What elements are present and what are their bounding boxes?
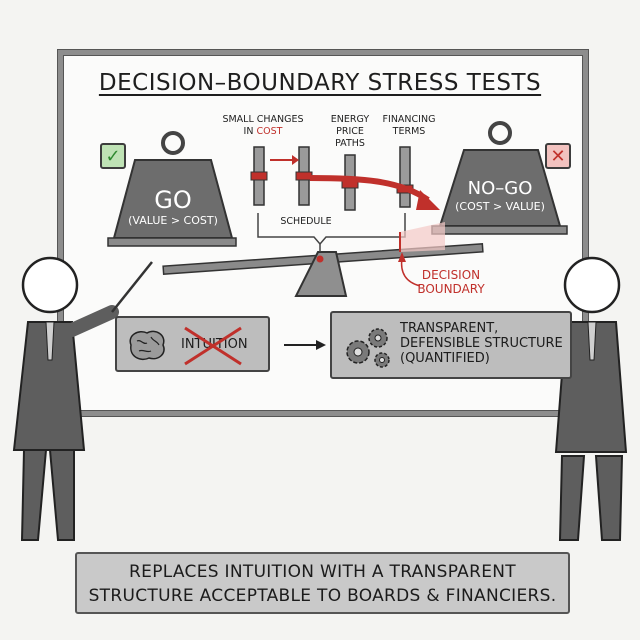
financing-slider-label: FINANCING TERMS	[376, 114, 442, 138]
x-icon: ✕	[545, 143, 571, 169]
presenter-right	[554, 256, 628, 541]
decision-boundary-line1: DECISION	[421, 268, 481, 282]
structure-line3: (QUANTIFIED)	[400, 351, 490, 366]
go-weight	[107, 131, 237, 247]
scale-fulcrum	[294, 251, 348, 297]
go-sublabel: (VALUE > COST)	[128, 214, 218, 227]
schedule-label: SCHEDULE	[280, 216, 332, 227]
decision-boundary-line2: BOUNDARY	[417, 282, 485, 296]
financing-label-line2: TERMS	[392, 126, 426, 137]
cost-label-line2: IN COST	[212, 126, 314, 138]
nogo-label: NO–GO	[467, 178, 533, 199]
brain-icon	[129, 330, 165, 361]
check-icon: ✓	[100, 143, 126, 169]
decision-boundary-marker	[398, 222, 445, 287]
go-label: GO	[154, 186, 192, 214]
intuition-box: INTUITION	[115, 316, 270, 372]
structure-line1: TRANSPARENT,	[400, 321, 499, 336]
go-weight-label: GO (VALUE > COST)	[114, 186, 232, 227]
cost-label-highlight: COST	[256, 126, 283, 137]
gears-icon	[346, 328, 390, 368]
page-title: DECISION–BOUNDARY STRESS TESTS	[98, 70, 542, 96]
presenter-left	[12, 256, 153, 541]
financing-label-line1: FINANCING	[382, 114, 436, 125]
footer-line2: STRUCTURE ACCEPTABLE TO BOARDS & FINANCI…	[88, 586, 557, 606]
stress-arrow	[309, 175, 430, 203]
nogo-sublabel: (COST > VALUE)	[455, 200, 545, 213]
slider-energy	[341, 154, 359, 211]
slider-cost-1	[250, 146, 268, 206]
cost-slider-label: SMALL CHANGES IN COST	[212, 114, 314, 138]
decision-boundary-label: DECISION BOUNDARY	[404, 268, 498, 296]
footer-line1: REPLACES INTUITION WITH A TRANSPARENT	[129, 562, 516, 582]
energy-label-line2: PRICE	[336, 126, 364, 137]
nogo-weight-label: NO–GO (COST > VALUE)	[440, 178, 560, 213]
energy-label-line1: ENERGY	[330, 114, 370, 125]
structure-line2: DEFENSIBLE STRUCTURE	[400, 336, 563, 351]
slider-cost-2	[295, 146, 313, 206]
cost-label-line1: SMALL CHANGES	[222, 114, 304, 125]
slider-financing	[396, 146, 414, 208]
structure-box: TRANSPARENT, DEFENSIBLE STRUCTURE (QUANT…	[330, 311, 572, 379]
nogo-weight	[431, 121, 568, 235]
strike-through	[184, 326, 242, 366]
cost-label-prefix: IN	[243, 126, 257, 137]
footer-caption: REPLACES INTUITION WITH A TRANSPARENT ST…	[75, 552, 570, 614]
structure-text: TRANSPARENT, DEFENSIBLE STRUCTURE (QUANT…	[400, 321, 563, 366]
energy-label-line3: PATHS	[335, 138, 365, 149]
energy-slider-label: ENERGY PRICE PATHS	[322, 114, 378, 150]
